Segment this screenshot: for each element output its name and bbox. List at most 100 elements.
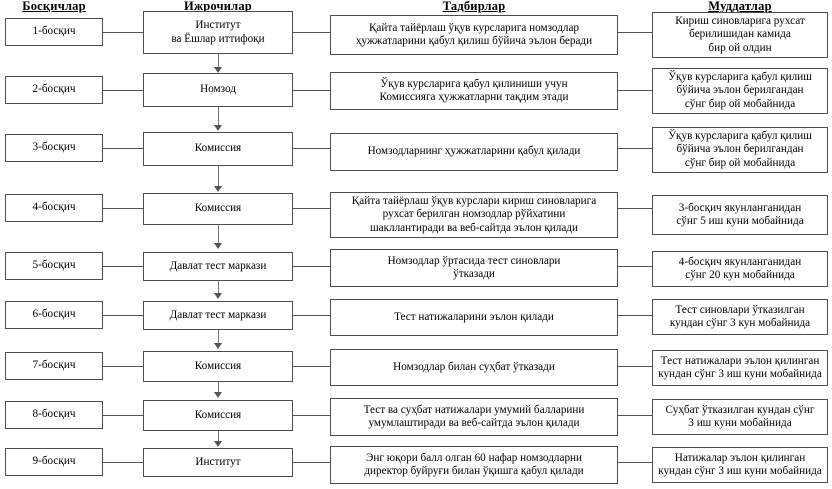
deadline-line: бўйича эълон берилгандан bbox=[676, 143, 804, 156]
measure-line: директор буйруғи билан ўқишга қабул қила… bbox=[364, 465, 584, 477]
stage-box: 1-босқич bbox=[5, 18, 103, 46]
measure-box: Номзодлар билан суҳбат ўтказади bbox=[330, 349, 618, 386]
deadline-line: Натижалар эълон қилинган bbox=[674, 451, 806, 464]
measure-box: Номзодлар ўртасида тест синовлари ўтказа… bbox=[330, 249, 618, 287]
deadline-line: Ўқув курсларига қабул қилиш bbox=[668, 70, 812, 83]
measure-box: Тест натижаларини эълон қилади bbox=[330, 299, 618, 336]
executor-line: Комиссия bbox=[194, 142, 242, 155]
measure-line: Комиссияга ҳужжатларни тақдим этади bbox=[379, 91, 569, 103]
executor-box: Давлат тест маркази bbox=[143, 301, 293, 330]
executor-line: Комиссия bbox=[194, 359, 242, 372]
deadline-box: Тест натижалари эълон қилинган кундан сў… bbox=[652, 350, 828, 386]
measure-line: Тест ва суҳбат натижалари умумий баллари… bbox=[363, 403, 585, 416]
executor-line: Комиссия bbox=[194, 408, 242, 421]
deadline-line: бир ой олдин bbox=[708, 41, 772, 54]
connector-stage-executor bbox=[103, 315, 143, 316]
deadline-line: берилишидан камида bbox=[689, 28, 791, 41]
flow-arrow-line bbox=[218, 281, 219, 294]
stage-box: 6-босқич bbox=[5, 301, 103, 329]
connector-executor-measure bbox=[293, 315, 330, 316]
executor-box: Комиссия bbox=[143, 193, 293, 225]
connector-measure-deadline bbox=[618, 315, 652, 316]
connector-stage-executor bbox=[103, 462, 143, 463]
stage-box: 2-босқич bbox=[5, 76, 103, 104]
measure-box: Қайта тайёрлаш ўқув курслари кириш синов… bbox=[330, 192, 618, 238]
measure-line: Номзодларнинг ҳужжатларини қабул қилади bbox=[367, 145, 581, 158]
flow-arrow-head bbox=[214, 186, 222, 192]
deadline-line: бўйича эълон берилгандан bbox=[676, 84, 804, 97]
stage-box: 7-босқич bbox=[5, 352, 103, 380]
flow-arrow-line bbox=[218, 431, 219, 442]
connector-measure-deadline bbox=[618, 148, 652, 149]
deadline-line: 3-босқич якунланганидан bbox=[678, 201, 802, 214]
deadline-line: кундан сўнг 3 иш куни мобайнида bbox=[658, 368, 822, 380]
measure-line: Энг юқори балл олган 60 нафар номзодларн… bbox=[365, 451, 583, 464]
connector-executor-measure bbox=[293, 415, 330, 416]
measure-box: Қайта тайёрлаш ўқув курсларига номзодлар… bbox=[330, 15, 618, 55]
deadline-box: 4-босқич якунланганидан сўнг 20 кун моба… bbox=[652, 251, 828, 287]
connector-executor-measure bbox=[293, 208, 330, 209]
executor-line: Институт bbox=[195, 455, 241, 468]
connector-stage-executor bbox=[103, 266, 143, 267]
deadline-box: Кириш синовларига рухсат берилишидан кам… bbox=[652, 12, 828, 58]
deadline-box: 3-босқич якунланганидан сўнг 5 иш куни м… bbox=[652, 195, 828, 235]
connector-measure-deadline bbox=[618, 90, 652, 91]
deadline-line: Ўқув курсларига қабул қилиш bbox=[668, 129, 812, 142]
measure-line: шакллантиради ва веб-сайтда эълон қилади bbox=[370, 221, 578, 234]
executor-box: Комиссия bbox=[143, 351, 293, 382]
measure-line: Номзодлар ўртасида тест синовлари bbox=[387, 254, 561, 267]
measure-line: Қайта тайёрлаш ўқув курслари кириш синов… bbox=[351, 194, 597, 207]
deadline-line: Суҳбат ўтказилган кундан сўнг bbox=[665, 403, 815, 416]
flow-arrow-head bbox=[214, 441, 222, 447]
connector-stage-executor bbox=[103, 32, 143, 33]
connector-executor-measure bbox=[293, 148, 330, 149]
connector-measure-deadline bbox=[618, 266, 652, 267]
connector-stage-executor bbox=[103, 208, 143, 209]
column-header-deadlines: Муддатлар bbox=[708, 0, 772, 13]
executor-line: Давлат тест маркази bbox=[169, 259, 267, 272]
measure-line: Қайта тайёрлаш ўқув курсларига номзодлар bbox=[368, 21, 580, 34]
deadline-box: Натижалар эълон қилинган кундан сўнг 3 и… bbox=[652, 447, 828, 483]
measure-line: Тест натижаларини эълон қилади bbox=[394, 310, 554, 323]
flow-arrow-line bbox=[218, 54, 219, 68]
connector-executor-measure bbox=[293, 366, 330, 367]
measure-line: Ўқув курсларига қабул қилиниши учун bbox=[380, 77, 568, 90]
flow-arrow-line bbox=[218, 382, 219, 393]
stage-box: 5-босқич bbox=[5, 252, 103, 280]
deadline-line: Тест синовлари ўтказилган bbox=[675, 303, 805, 316]
connector-executor-measure bbox=[293, 90, 330, 91]
connector-executor-measure bbox=[293, 32, 330, 33]
measure-line: ҳужжатларини қабул қилиш бўйича эълон бе… bbox=[355, 35, 593, 47]
executor-box: Давлат тест маркази bbox=[143, 252, 293, 281]
measure-line: рухсат берилган номзодлар рўйхатини bbox=[382, 208, 566, 221]
stage-box: 8-босқич bbox=[5, 401, 103, 429]
stage-box: 3-босқич bbox=[5, 134, 103, 162]
measure-line: ўтказади bbox=[453, 268, 495, 280]
deadline-box: Тест синовлари ўтказилган кундан сўнг 3 … bbox=[652, 299, 828, 335]
measure-line: Номзодлар билан суҳбат ўтказади bbox=[393, 360, 555, 373]
deadline-line: сўнг бир ой мобайнида bbox=[684, 156, 796, 169]
flow-arrow-line bbox=[218, 107, 219, 126]
deadline-box: Ўқув курсларига қабул қилиш бўйича эълон… bbox=[652, 127, 828, 173]
executor-box: Комиссия bbox=[143, 400, 293, 431]
connector-stage-executor bbox=[103, 148, 143, 149]
connector-measure-deadline bbox=[618, 366, 652, 367]
measure-box: Тест ва суҳбат натижалари умумий баллари… bbox=[330, 398, 618, 436]
connector-measure-deadline bbox=[618, 462, 652, 463]
connector-stage-executor bbox=[103, 366, 143, 367]
deadline-line: Кириш синовларига рухсат bbox=[675, 14, 805, 27]
executor-line: Комиссия bbox=[194, 202, 242, 215]
deadline-line: 4-босқич якунланганидан bbox=[678, 255, 802, 268]
executor-box: Комиссия bbox=[143, 132, 293, 166]
deadline-box: Ўқув курсларига қабул қилиш бўйича эълон… bbox=[652, 68, 828, 114]
measure-box: Энг юқори балл олган 60 нафар номзодларн… bbox=[330, 446, 618, 484]
flow-arrow-line bbox=[218, 330, 219, 344]
connector-measure-deadline bbox=[618, 415, 652, 416]
deadline-line: сўнг 20 кун мобайнида bbox=[685, 269, 795, 281]
flow-arrow-head bbox=[214, 125, 222, 131]
measure-box: Ўқув курсларига қабул қилиниши учун Коми… bbox=[330, 72, 618, 110]
executor-line: ва Ёшлар иттифоқи bbox=[171, 32, 265, 45]
executor-box: Институт ва Ёшлар иттифоқи bbox=[143, 11, 293, 54]
flow-arrow-head bbox=[214, 343, 222, 349]
executor-line: Номзод bbox=[200, 83, 236, 96]
